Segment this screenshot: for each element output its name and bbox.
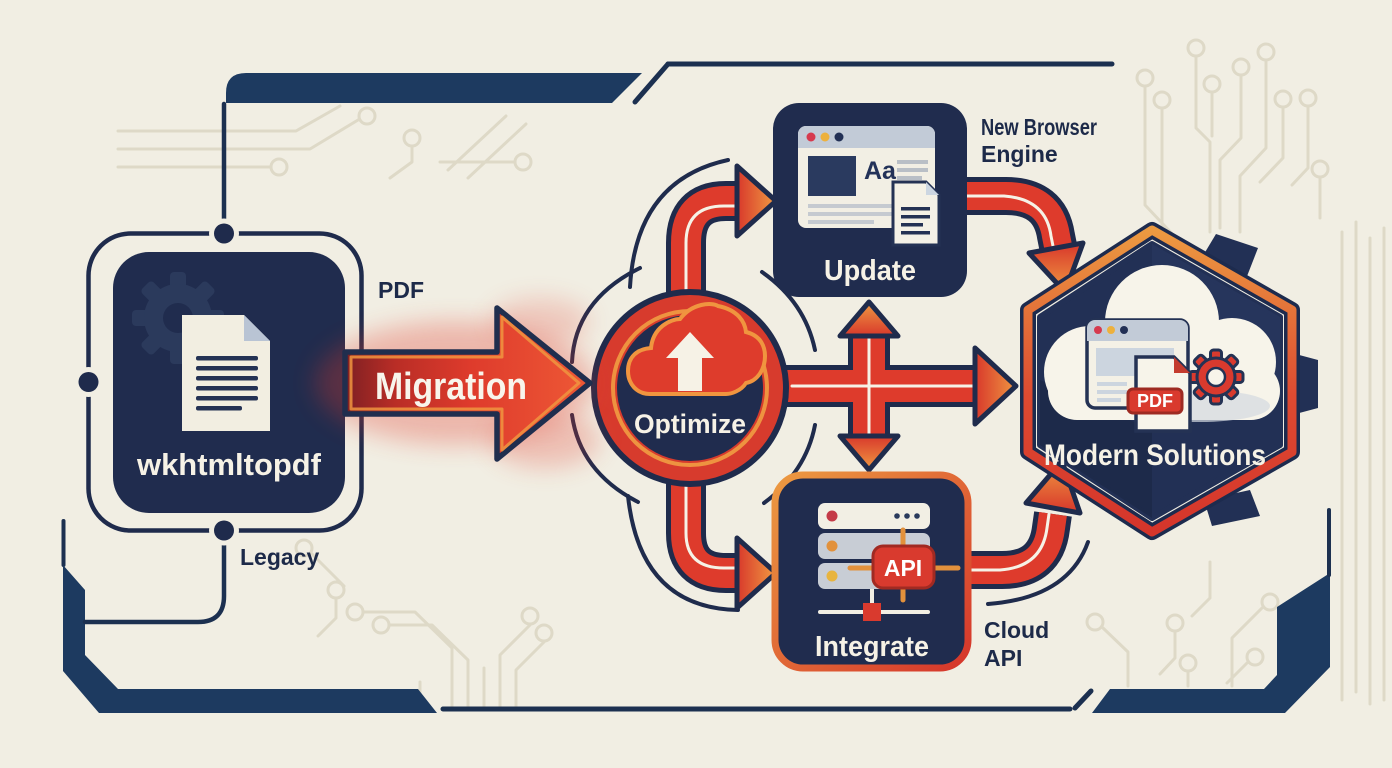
api-badge-label: API [884, 555, 922, 581]
arrow-to-update [734, 163, 779, 239]
gear-notch-top [1198, 234, 1258, 284]
update-card: Aa Update New Browser Engine [773, 103, 1097, 297]
integrate-card: API Integrate Cloud API [771, 471, 1049, 672]
legacy-source: wkhtmltopdf PDF Legacy [73, 101, 424, 625]
frame-top-bar [226, 73, 642, 103]
update-annotation-line2: Engine [981, 141, 1058, 167]
source-bottom-label: Legacy [240, 544, 319, 570]
connector-node-left [73, 367, 104, 397]
source-title: wkhtmltopdf [136, 447, 322, 482]
connector-node-bottom [209, 515, 239, 546]
browser-dot-navy [834, 132, 844, 142]
integrate-annotation-line2: API [984, 645, 1022, 671]
frame-bottom-tick [1072, 688, 1094, 711]
browser-dot-yellow [820, 132, 830, 142]
hub-label: Optimize [634, 409, 746, 439]
update-annotation-line1: New Browser [981, 114, 1097, 140]
circuit-traces [116, 38, 1386, 712]
pdf-badge-label: PDF [1137, 391, 1173, 411]
page-document-icon [891, 180, 941, 247]
browser-dot-red [806, 132, 816, 142]
arrow-up-to-update [837, 299, 901, 339]
update-label: Update [824, 255, 916, 287]
gear-icon [1187, 348, 1245, 406]
hexagon-border [1023, 225, 1297, 537]
browser-sample-text: Aa [864, 157, 897, 185]
frame-bottom-right-band [1092, 573, 1330, 713]
migration-arrow-inner-edge [349, 315, 581, 452]
document-icon [182, 315, 270, 431]
flow-arrows [666, 163, 1086, 611]
arrow-to-modern-solutions [972, 345, 1019, 427]
frame [61, 61, 1331, 713]
optimize-hub: Optimize [591, 289, 789, 487]
arrow-down-to-integrate [837, 433, 901, 473]
arrow-to-integrate [734, 535, 779, 611]
source-top-label: PDF [378, 277, 424, 303]
integrate-label: Integrate [815, 631, 929, 663]
pdf-document-icon: PDF [1126, 355, 1192, 433]
upload-arrow-icon [666, 332, 714, 391]
network-nodes-icon [818, 589, 930, 621]
migration-arrow: Migration [315, 298, 600, 468]
frame-top-line-diagonal [632, 61, 671, 105]
source-bottom-connector [82, 531, 227, 625]
target-label: Modern Solutions [1044, 439, 1266, 472]
migration-label: Migration [375, 366, 527, 408]
api-badge: API [847, 527, 961, 603]
modern-solutions-badge: PDF Modern Solutions [1020, 222, 1318, 540]
integrate-annotation-line1: Cloud [984, 617, 1049, 643]
migration-arrow-shape [342, 305, 593, 462]
connector-node-top [209, 218, 239, 249]
frame-bottom-left-band [63, 565, 437, 713]
